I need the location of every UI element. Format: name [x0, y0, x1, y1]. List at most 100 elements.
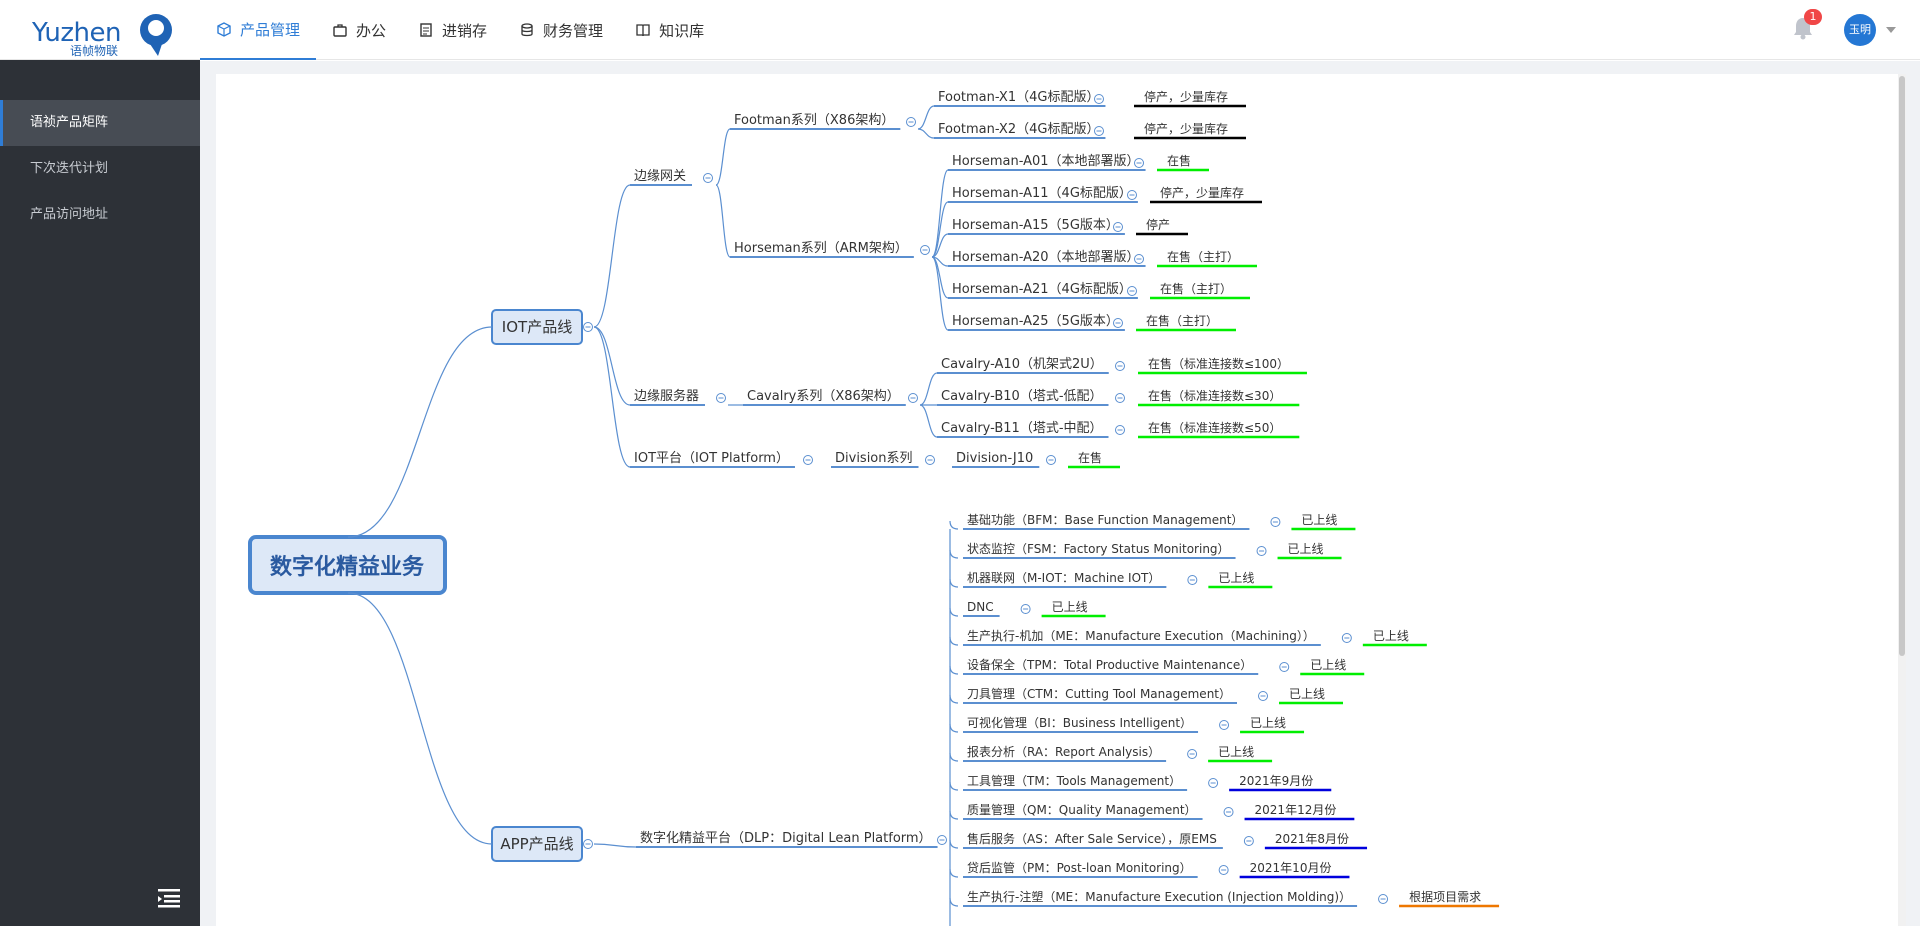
edge-gateway-node: 边缘网关: [634, 169, 686, 184]
book-icon: [636, 24, 650, 37]
horseman-status-2: 停产: [1146, 217, 1170, 232]
app-module-4: 生产执行-机加（ME：Manufacture Execution（Machini…: [967, 629, 1315, 643]
app-module-12: 贷后监管（PM：Post-loan Monitoring）: [967, 860, 1192, 875]
app-module-status-6: 已上线: [1289, 687, 1325, 701]
module-line-11: [949, 839, 959, 849]
iot-to-gateway-line: [593, 184, 631, 328]
app-module-status-1: 已上线: [1288, 542, 1324, 556]
horseman-product-1: Horseman-A11（4G标配版）: [952, 186, 1132, 201]
brand-subtitle: 语帧物联: [70, 44, 119, 58]
nav-item-label: 知识库: [659, 21, 705, 40]
collapse-sidebar-icon[interactable]: [158, 888, 180, 908]
nav-item-1[interactable]: 办公: [316, 0, 402, 60]
module-line-7: [949, 723, 959, 733]
cavalry-line-2: [919, 404, 938, 438]
footman-line-0: [917, 105, 935, 130]
brand-name: Yuzhen: [32, 18, 121, 48]
cavalry-status-0: 在售（标准连接数≤100）: [1148, 356, 1289, 371]
nav-item-label: 进销存: [442, 21, 488, 40]
division-product-node: Division-J10: [956, 451, 1033, 466]
root-node-label: 数字化精益业务: [270, 554, 425, 580]
nav-item-label: 办公: [356, 21, 387, 40]
root-node[interactable]: [248, 535, 447, 595]
app-module-7: 可视化管理（BI：Business Intelligent）: [967, 715, 1192, 730]
horseman-product-5: Horseman-A25（5G版本）: [952, 314, 1119, 329]
cavalry-line-0: [919, 372, 938, 406]
app-module-9: 工具管理（TM：Tools Management）: [967, 773, 1181, 788]
app-module-status-12: 2021年10月份: [1250, 861, 1332, 875]
app-module-status-8: 已上线: [1218, 745, 1254, 759]
module-line-0: [949, 520, 959, 530]
app-module-0: 基础功能（BFM：Base Function Management）: [967, 513, 1243, 527]
app-module-status-3: 已上线: [1052, 600, 1088, 614]
horseman-line-5: [931, 256, 949, 331]
module-line-10: [949, 810, 959, 820]
cavalry-product-1: Cavalry-B10（塔式-低配）: [941, 389, 1103, 404]
scrollbar-thumb[interactable]: [1899, 76, 1905, 656]
app-module-status-7: 已上线: [1250, 716, 1286, 730]
document-icon: [420, 23, 432, 37]
horseman-status-5: 在售（主打）: [1146, 313, 1218, 328]
root-to-app-line: [347, 592, 493, 845]
footman-series-node: Footman系列（X86架构）: [734, 113, 894, 128]
app-module-8: 报表分析（RA：Report Analysis）: [967, 744, 1160, 759]
sidebar-item-access-address[interactable]: 产品访问地址: [30, 207, 109, 222]
app-module-status-5: 已上线: [1310, 658, 1346, 672]
dlp-platform-node: 数字化精益平台（DLP：Digital Lean Platform）: [640, 831, 932, 846]
sidebar-item-iteration-plan[interactable]: 下次迭代计划: [30, 161, 109, 176]
horseman-series-node: Horseman系列（ARM架构）: [734, 241, 908, 256]
gateway-to-horseman-line: [715, 184, 731, 258]
cavalry-series-node: Cavalry系列（X86架构）: [747, 389, 900, 404]
footman-status-1: 停产，少量库存: [1144, 121, 1228, 136]
brand-logo[interactable]: Yuzhen 语帧物联: [30, 4, 180, 58]
nav-item-0[interactable]: 产品管理: [200, 0, 317, 60]
top-bar: Yuzhen 语帧物联 产品管理 办公 进销存财务管理 知识库 1 玉明: [0, 0, 1920, 60]
module-line-5: [949, 665, 959, 675]
nav-item-label: 产品管理: [240, 20, 301, 39]
nav-item-3[interactable]: 财务管理: [503, 0, 619, 60]
module-line-12: [949, 868, 959, 878]
horseman-product-4: Horseman-A21（4G标配版）: [952, 282, 1132, 297]
user-avatar[interactable]: 玉明: [1844, 14, 1876, 46]
horseman-status-4: 在售（主打）: [1160, 281, 1232, 296]
nav-item-4[interactable]: 知识库: [619, 0, 720, 60]
module-line-9: [949, 781, 959, 791]
iot-product-line-label: IOT产品线: [502, 318, 572, 336]
horseman-line-1: [931, 201, 949, 258]
database-icon: [521, 23, 533, 37]
cavalry-product-2: Cavalry-B11（塔式-中配）: [941, 421, 1103, 436]
module-line-6: [949, 694, 959, 704]
app-module-1: 状态监控（FSM：Factory Status Monitoring）: [967, 542, 1230, 556]
horseman-product-2: Horseman-A15（5G版本）: [952, 218, 1119, 233]
horseman-status-0: 在售: [1167, 153, 1191, 168]
horseman-product-3: Horseman-A20（本地部署版）: [952, 250, 1140, 265]
app-module-6: 刀具管理（CTM：Cutting Tool Management）: [967, 686, 1231, 701]
module-line-3: [949, 607, 959, 617]
edge-server-node: 边缘服务器: [634, 388, 699, 404]
app-module-3: DNC: [967, 600, 994, 614]
module-line-13: [949, 897, 959, 907]
sidebar-item-product-matrix[interactable]: 语祯产品矩阵: [0, 100, 200, 146]
notification-badge: 1: [1804, 9, 1822, 25]
app-module-13: 生产执行-注塑（ME：Manufacture Execution (Inject…: [967, 889, 1351, 904]
footman-product-1: Footman-X2（4G标配版）: [938, 122, 1099, 137]
brand-mark-icon: [140, 14, 172, 56]
main-nav: 产品管理 办公 进销存财务管理 知识库: [200, 0, 720, 60]
module-line-2: [949, 578, 959, 588]
nav-item-2[interactable]: 进销存: [402, 0, 503, 60]
app-module-status-13: 根据项目需求: [1409, 890, 1481, 904]
mindmap-canvas[interactable]: 数字化精益业务 IOT产品线 APP产品线 边缘网关边缘服务器 IOT平台（IOT Pl…: [216, 74, 1899, 926]
horseman-line-2: [931, 233, 949, 258]
app-to-dlp-line: [593, 843, 637, 848]
iot-platform-node: IOT平台（IOT Platform）: [634, 451, 789, 466]
module-line-8: [949, 752, 959, 762]
package-icon: [217, 22, 231, 37]
app-product-line-label: APP产品线: [500, 835, 573, 853]
division-series-node: Division系列: [835, 451, 913, 466]
chevron-down-icon[interactable]: [1886, 27, 1896, 33]
app-module-status-4: 已上线: [1373, 629, 1409, 643]
horseman-status-3: 在售（主打）: [1167, 249, 1239, 264]
cavalry-status-2: 在售（标准连接数≤50）: [1148, 420, 1281, 435]
gateway-to-footman-line: [715, 128, 731, 186]
